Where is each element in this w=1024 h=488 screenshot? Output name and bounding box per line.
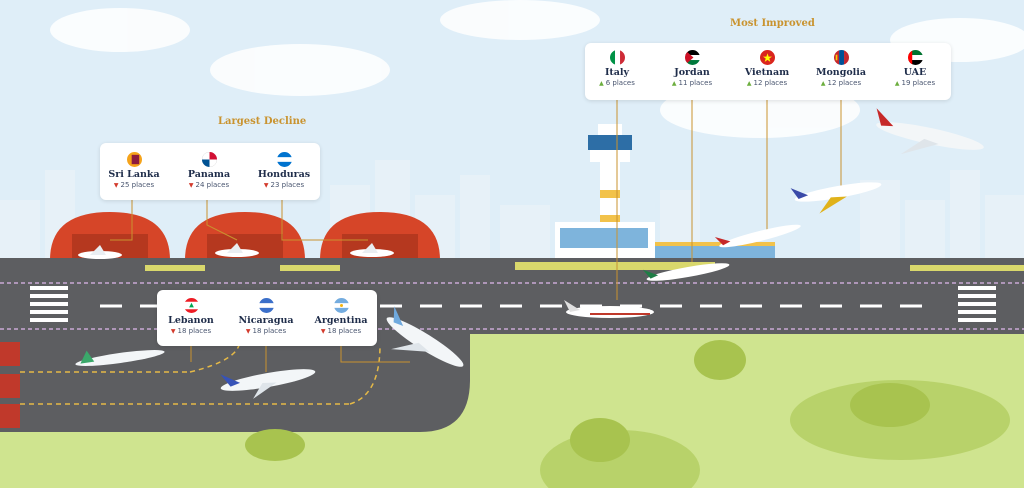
rank-change: ▼25 places bbox=[113, 181, 155, 189]
airplane-icon bbox=[75, 108, 984, 399]
apron-yellow-pads bbox=[145, 262, 1024, 271]
most-improved-title: Most Improved bbox=[730, 18, 815, 29]
country-entry-argentina: Argentina ▼18 places bbox=[303, 298, 379, 336]
rank-change: ▲12 places bbox=[746, 79, 788, 87]
improved-card: Italy ▲6 places Jordan ▲11 places Vietna… bbox=[585, 43, 951, 100]
city-skyline bbox=[0, 160, 1024, 260]
down-arrow-icon: ▼ bbox=[113, 182, 119, 189]
country-name: UAE bbox=[903, 67, 927, 78]
vietnam-flag-icon bbox=[759, 50, 775, 65]
country-entry-sri-lanka: Sri Lanka ▼25 places bbox=[96, 152, 172, 190]
rank-change: ▲12 places bbox=[820, 79, 862, 87]
rank-change: ▲11 places bbox=[671, 79, 713, 87]
country-name: Italy bbox=[604, 67, 630, 78]
down-arrow-icon: ▼ bbox=[320, 328, 326, 335]
up-arrow-icon: ▲ bbox=[599, 80, 604, 87]
rank-change: ▼24 places bbox=[188, 181, 230, 189]
sri-lanka-flag-icon bbox=[126, 152, 142, 167]
rank-change: ▼23 places bbox=[263, 181, 305, 189]
italy-flag-icon bbox=[609, 50, 625, 65]
down-arrow-icon: ▼ bbox=[188, 182, 194, 189]
up-arrow-icon: ▲ bbox=[894, 80, 900, 87]
country-name: Argentina bbox=[314, 315, 368, 326]
country-name: Jordan bbox=[674, 67, 710, 78]
card-connector-lines bbox=[110, 100, 842, 372]
country-entry-italy: Italy ▲6 places bbox=[579, 50, 655, 88]
honduras-flag-icon bbox=[276, 152, 292, 167]
rank-change: ▼18 places bbox=[245, 327, 287, 335]
terminal-building bbox=[555, 222, 775, 260]
country-entry-honduras: Honduras ▼23 places bbox=[246, 152, 322, 190]
country-entry-uae: UAE ▲19 places bbox=[877, 50, 953, 88]
up-arrow-icon: ▲ bbox=[671, 80, 677, 87]
country-name: Sri Lanka bbox=[108, 169, 160, 180]
country-name: Lebanon bbox=[168, 315, 214, 326]
decline-card-bottom: Lebanon ▼18 places Nicaragua ▼18 places … bbox=[157, 290, 377, 346]
rank-change: ▲19 places bbox=[894, 79, 936, 87]
country-name: Vietnam bbox=[744, 67, 790, 78]
country-name: Honduras bbox=[257, 169, 311, 180]
blast-barrier-icon bbox=[0, 342, 20, 428]
country-name: Panama bbox=[187, 169, 231, 180]
largest-decline-title: Largest Decline bbox=[218, 116, 307, 127]
country-entry-jordan: Jordan ▲11 places bbox=[654, 50, 730, 88]
country-entry-nicaragua: Nicaragua ▼18 places bbox=[228, 298, 304, 336]
country-entry-lebanon: Lebanon ▼18 places bbox=[153, 298, 229, 336]
country-name: Mongolia bbox=[815, 67, 867, 78]
jordan-flag-icon bbox=[684, 50, 700, 65]
down-arrow-icon: ▼ bbox=[263, 182, 269, 189]
country-entry-vietnam: Vietnam ▲12 places bbox=[729, 50, 805, 88]
argentina-flag-icon bbox=[333, 298, 349, 313]
bushes bbox=[245, 340, 930, 462]
lebanon-flag-icon bbox=[183, 298, 199, 313]
up-arrow-icon: ▲ bbox=[820, 80, 826, 87]
runway-threshold-right bbox=[958, 286, 996, 322]
nicaragua-flag-icon bbox=[258, 298, 274, 313]
country-entry-mongolia: Mongolia ▲12 places bbox=[803, 50, 879, 88]
country-name: Nicaragua bbox=[238, 315, 294, 326]
rank-change: ▼18 places bbox=[320, 327, 362, 335]
rank-change: ▼18 places bbox=[170, 327, 212, 335]
country-entry-panama: Panama ▼24 places bbox=[171, 152, 247, 190]
runway-threshold-left bbox=[30, 286, 68, 322]
up-arrow-icon: ▲ bbox=[746, 80, 752, 87]
uae-flag-icon bbox=[907, 50, 923, 65]
down-arrow-icon: ▼ bbox=[170, 328, 176, 335]
mongolia-flag-icon bbox=[833, 50, 849, 65]
down-arrow-icon: ▼ bbox=[245, 328, 251, 335]
decline-card-top: Sri Lanka ▼25 places Panama ▼24 places H… bbox=[100, 143, 320, 200]
panama-flag-icon bbox=[201, 152, 217, 167]
rank-change: ▲6 places bbox=[599, 79, 635, 87]
